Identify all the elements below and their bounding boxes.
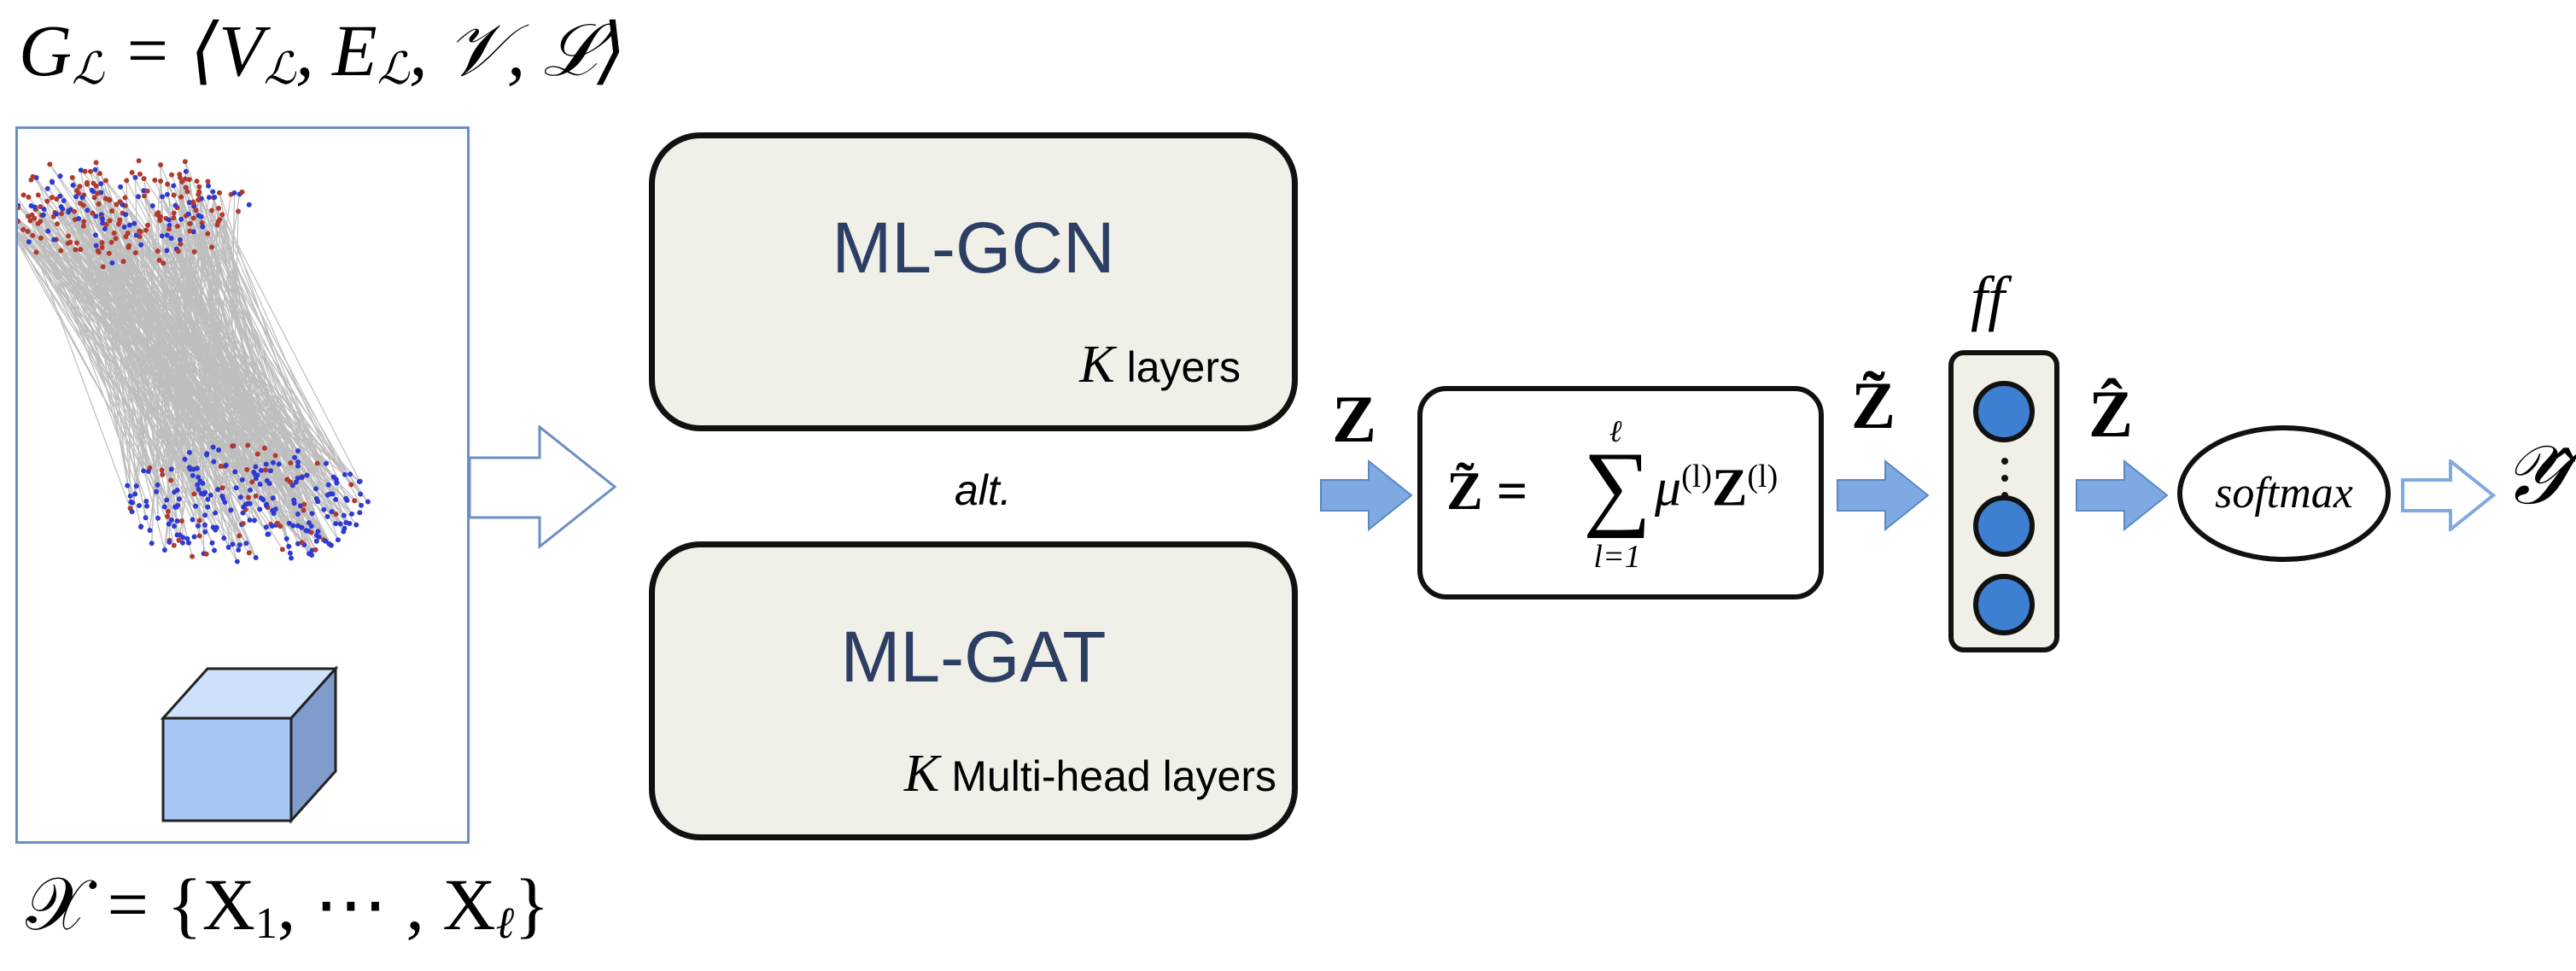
input-formula: 𝒳 = {X1, ⋯ , Xℓ} <box>26 857 549 971</box>
ellipsis-dot <box>2001 475 2008 482</box>
ff-label: ff <box>1971 263 2005 334</box>
z-tilde-equals: Z̃ = <box>1446 459 1527 523</box>
output-y-hat: 𝒴̂ <box>2502 427 2566 524</box>
sum-term: μ(l)Z(l) <box>1655 458 1778 519</box>
softmax-node: softmax <box>2177 425 2391 562</box>
tensor-cube-icon <box>163 669 336 821</box>
sum-lower-limit: l=1 <box>1574 538 1660 576</box>
feedforward-box <box>1948 350 2059 652</box>
output-arrow-icon <box>2401 459 2497 531</box>
alt-label: alt. <box>955 465 1012 515</box>
arrow-right-icon <box>1319 459 1415 531</box>
z-hat-label: Ẑ <box>2088 376 2133 453</box>
sum-symbol: ∑ <box>1574 430 1660 541</box>
neuron-icon <box>1973 495 2035 557</box>
graph-formula: Gℒ = ⟨Vℒ, Eℒ, 𝒱, ℒ⟩ <box>19 3 626 117</box>
aggregation-box: Z̃ = ℓ ∑ l=1 μ(l)Z(l) <box>1417 386 1824 600</box>
input-arrow-icon <box>468 425 622 553</box>
multilayer-graph-image <box>18 129 467 841</box>
ml-gat-title: ML-GAT <box>655 616 1292 699</box>
z-label: Z <box>1332 381 1376 458</box>
arrow-right-icon <box>2075 459 2170 531</box>
ellipsis-dot <box>2001 458 2008 465</box>
ml-gcn-title: ML-GCN <box>655 207 1292 290</box>
input-panel <box>15 126 470 844</box>
arrow-right-icon <box>1836 459 1931 531</box>
softmax-label: softmax <box>2182 468 2386 518</box>
z-tilde-label: Z̃ <box>1851 367 1895 444</box>
neuron-icon <box>1973 381 2035 442</box>
neuron-icon <box>1973 574 2035 635</box>
